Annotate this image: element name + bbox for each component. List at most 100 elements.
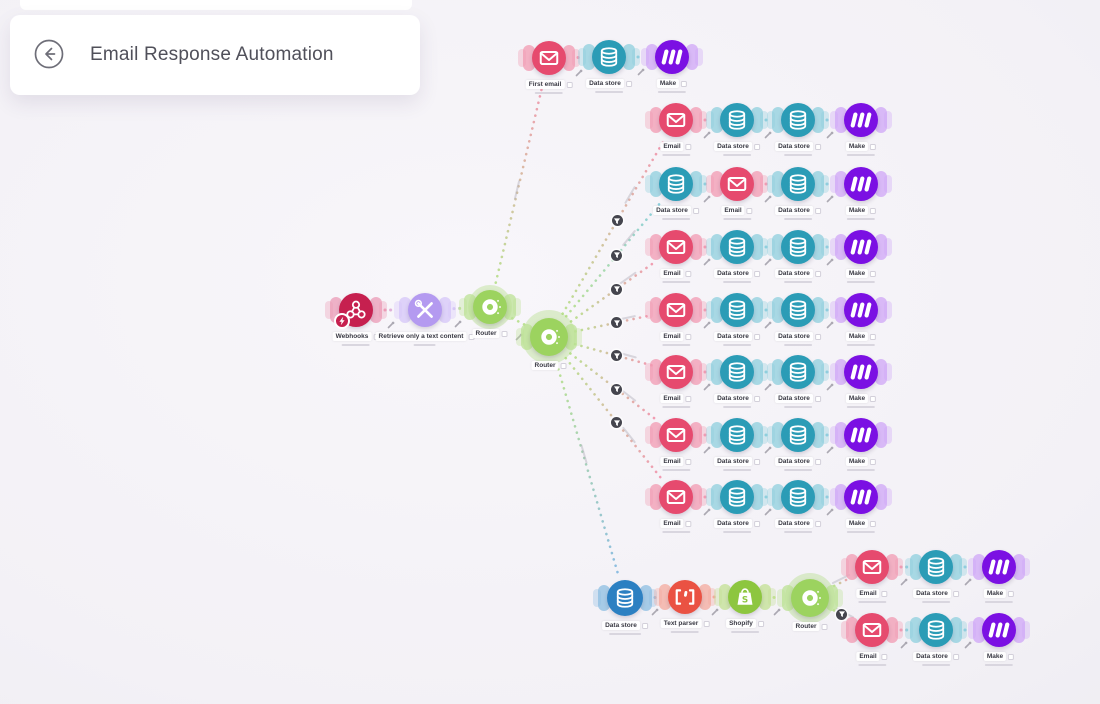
left-ear-outer	[645, 301, 653, 319]
node-m5[interactable]	[844, 355, 878, 389]
node-m2[interactable]	[844, 167, 878, 201]
node-sh[interactable]: S	[728, 580, 762, 614]
right-ear-outer	[699, 363, 707, 381]
node-dA[interactable]	[919, 550, 953, 584]
node-mB[interactable]	[982, 613, 1016, 647]
right-ear	[690, 484, 702, 510]
database-icon	[665, 173, 687, 195]
edge-tool-icon	[964, 636, 972, 654]
node-e3[interactable]	[659, 230, 693, 264]
right-ear	[875, 359, 887, 385]
node-r2[interactable]	[530, 318, 568, 356]
make-logo-icon	[850, 486, 872, 508]
right-ear-outer	[695, 48, 703, 66]
left-ear-outer	[777, 589, 785, 607]
left-ear-outer	[767, 426, 775, 444]
node-e6[interactable]	[659, 418, 693, 452]
left-ear-outer	[767, 363, 775, 381]
node-eB[interactable]	[855, 613, 889, 647]
node-d7a[interactable]	[720, 480, 754, 514]
node-r1[interactable]	[473, 290, 507, 324]
node-d6a[interactable]	[720, 418, 754, 452]
right-ear-outer	[884, 238, 892, 256]
right-ear	[875, 297, 887, 323]
node-e7[interactable]	[659, 480, 693, 514]
right-ear	[565, 324, 577, 350]
node-d1b[interactable]	[781, 103, 815, 137]
node-dB[interactable]	[919, 613, 953, 647]
back-button[interactable]	[32, 38, 66, 72]
make-logo-icon	[850, 361, 872, 383]
filter-icon[interactable]	[611, 417, 623, 429]
node-d0[interactable]	[592, 40, 626, 74]
left-ear-outer	[830, 175, 838, 193]
node-d5b[interactable]	[781, 355, 815, 389]
edge-r2-dsB	[555, 361, 620, 575]
node-e5[interactable]	[659, 355, 693, 389]
edge-tool-icon	[900, 573, 908, 591]
node-d7b[interactable]	[781, 480, 815, 514]
left-ear-outer	[516, 328, 524, 346]
left-ear-outer	[767, 238, 775, 256]
right-ear	[699, 584, 711, 610]
filter-icon[interactable]	[836, 608, 848, 620]
node-m6[interactable]	[844, 418, 878, 452]
edge-tool-icon	[773, 603, 781, 621]
right-ear-outer	[699, 301, 707, 319]
node-d4b[interactable]	[781, 293, 815, 327]
filter-icon[interactable]	[611, 249, 623, 261]
node-r3[interactable]	[791, 579, 829, 617]
left-ear-outer	[714, 588, 722, 606]
node-m0[interactable]	[655, 40, 689, 74]
filter-icon[interactable]	[611, 317, 623, 329]
node-d6b[interactable]	[781, 418, 815, 452]
right-ear	[690, 422, 702, 448]
node-dsB[interactable]	[607, 580, 643, 616]
right-ear-outer	[708, 588, 716, 606]
left-ear-outer	[841, 558, 849, 576]
envelope-icon	[665, 424, 687, 446]
node-d2b[interactable]	[781, 167, 815, 201]
filter-icon[interactable]	[611, 350, 623, 362]
edge-tool-icon	[764, 190, 772, 208]
node-m3[interactable]	[844, 230, 878, 264]
node-eA[interactable]	[855, 550, 889, 584]
left-ear-outer	[706, 488, 714, 506]
header-card: Email Response Automation	[10, 15, 420, 95]
right-ear	[504, 294, 516, 320]
node-tr[interactable]	[408, 293, 442, 327]
filter-icon[interactable]	[611, 383, 623, 395]
right-ear-outer	[895, 558, 903, 576]
node-e4[interactable]	[659, 293, 693, 327]
node-mA[interactable]	[982, 550, 1016, 584]
node-e2[interactable]	[720, 167, 754, 201]
right-ear-outer	[821, 426, 829, 444]
filter-icon[interactable]	[611, 215, 623, 227]
filter-icon[interactable]	[611, 283, 623, 295]
make-logo-icon	[988, 556, 1010, 578]
node-d4a[interactable]	[720, 293, 754, 327]
node-d3b[interactable]	[781, 230, 815, 264]
edge-tool-icon	[826, 190, 834, 208]
node-d2a[interactable]	[659, 167, 693, 201]
node-d1a[interactable]	[720, 103, 754, 137]
database-icon	[787, 299, 809, 321]
left-ear-outer	[518, 49, 526, 67]
right-ear	[875, 422, 887, 448]
edge-tool-icon	[764, 316, 772, 334]
node-d3a[interactable]	[720, 230, 754, 264]
node-m1[interactable]	[844, 103, 878, 137]
left-ear-outer	[830, 238, 838, 256]
node-e0[interactable]	[532, 41, 566, 75]
right-ear	[686, 44, 698, 70]
edge-r1-r2	[510, 317, 527, 327]
node-m4[interactable]	[844, 293, 878, 327]
left-ear-outer	[641, 48, 649, 66]
node-tp[interactable]	[668, 580, 702, 614]
node-e1[interactable]	[659, 103, 693, 137]
right-ear	[886, 617, 898, 643]
right-ear	[563, 45, 575, 71]
node-d5a[interactable]	[720, 355, 754, 389]
node-m7[interactable]	[844, 480, 878, 514]
